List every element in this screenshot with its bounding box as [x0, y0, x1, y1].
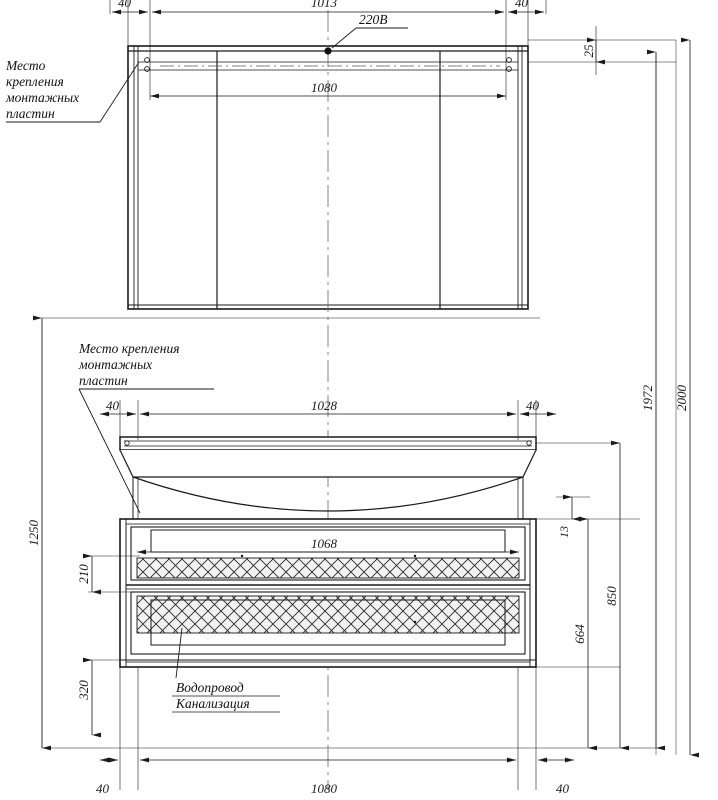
drawer-lower-handle-recess[interactable]: [150, 599, 506, 646]
dim-countertop-thickness: 13: [557, 526, 571, 538]
rim-end-cap-icon: [526, 440, 532, 446]
dim-vanity-right-offset: 40: [526, 398, 540, 413]
dim-drawer-upper-height: 210: [76, 564, 91, 584]
dim-bottom-left-offset: 40: [96, 781, 110, 796]
dim-height-total-left: 1250: [26, 520, 41, 547]
dim-drawer-lower-height: 320: [76, 680, 91, 701]
dim-overall-height: 2000: [674, 385, 689, 412]
dim-sink-top-height: 850: [604, 586, 619, 606]
mirror-mount-note-line3: монтажных: [5, 90, 79, 105]
mount-hole-icon: [506, 66, 512, 72]
dim-drawer-lower-height: 320: [76, 657, 101, 738]
dim-cabinet-height: 664: [572, 624, 587, 644]
dim-top-right-offset: 40: [515, 0, 529, 10]
sink-rim-slab: [119, 436, 537, 451]
mount-hole-icon: [144, 57, 150, 63]
dim-countertop-thickness: 13: [556, 494, 590, 538]
dim-bottom-span: 1080: [311, 781, 338, 796]
drawer-upper-hatch: [136, 557, 520, 579]
dim-drawer-width: 1068: [311, 536, 338, 551]
mirror-mount-note-line4: пластин: [6, 106, 55, 121]
dim-cabinet-height: 664: [572, 516, 597, 751]
mount-hole-icon: [506, 57, 512, 63]
rim-end-cap-icon: [124, 440, 130, 446]
dim-top-row: 40 1013 40: [112, 0, 544, 15]
dim-mirror-top-height: 1972: [640, 385, 655, 412]
cabinet-mount-note-line3: пластин: [79, 373, 128, 388]
dim-drawer-upper-height: 210: [76, 553, 101, 595]
dim-top-left-offset: 40: [118, 0, 132, 10]
dim-mirror-width: 1080: [150, 80, 506, 99]
plumbing-note-line2: Канализация: [175, 696, 250, 711]
drawer-lower-hatch: [136, 595, 520, 634]
sink-bowl-curve: [132, 476, 524, 512]
cabinet-mount-leader-line: [78, 388, 141, 514]
dim-vanity-inner-width: 1028: [311, 398, 338, 413]
dim-drawer-width: 1068: [137, 536, 519, 555]
dim-vanity-left-offset: 40: [106, 398, 120, 413]
sink-body-taper: [119, 449, 537, 478]
mirror-mount-note-group: Место крепления монтажных пластин: [5, 58, 140, 123]
power-label-group: 220В: [324, 12, 408, 55]
mirror-mount-leader-line: [99, 61, 140, 123]
cabinet-mount-note-line1: Место крепления: [78, 341, 179, 356]
dim-top-span: 1013: [311, 0, 338, 10]
dim-bottom-row: 40 1080 40: [96, 757, 574, 796]
plumbing-leader-line: [175, 627, 183, 679]
drawer-lower[interactable]: [130, 591, 526, 655]
plumbing-note-group: Водопровод Канализация: [172, 627, 280, 713]
plumbing-note-line1: Водопровод: [176, 680, 244, 695]
dim-mirror-depth: 25: [581, 37, 605, 65]
power-outlet-icon: [324, 47, 332, 55]
drawer-upper[interactable]: [130, 526, 526, 581]
dim-bottom-right-offset: 40: [556, 781, 570, 796]
dim-sink-height: 850: [604, 440, 629, 751]
dim-mirror-depth: 25: [581, 44, 596, 58]
cabinet-mount-note-line2: монтажных: [78, 357, 152, 372]
mirror-mount-note-line2: крепления: [6, 74, 64, 89]
cabinet-mount-note-group: Место крепления монтажных пластин: [78, 341, 214, 514]
drawer-upper-pin-right: [413, 554, 417, 558]
power-label: 220В: [359, 12, 388, 27]
power-leader-line: [331, 27, 357, 49]
drawer-lower-pin: [413, 620, 417, 624]
dim-mirror-inner-width: 1080: [311, 80, 338, 95]
mirror-mount-note-line1: Место: [5, 58, 46, 73]
drawer-upper-pin-left: [240, 554, 244, 558]
dim-left-total: 1250: [26, 315, 51, 751]
dim-vanity-row: 40 1028 40: [100, 398, 556, 417]
dim-mirror-top-height: 1972: [640, 49, 665, 751]
mount-hole-icon: [144, 66, 150, 72]
dim-overall-height: 2000: [674, 37, 699, 758]
